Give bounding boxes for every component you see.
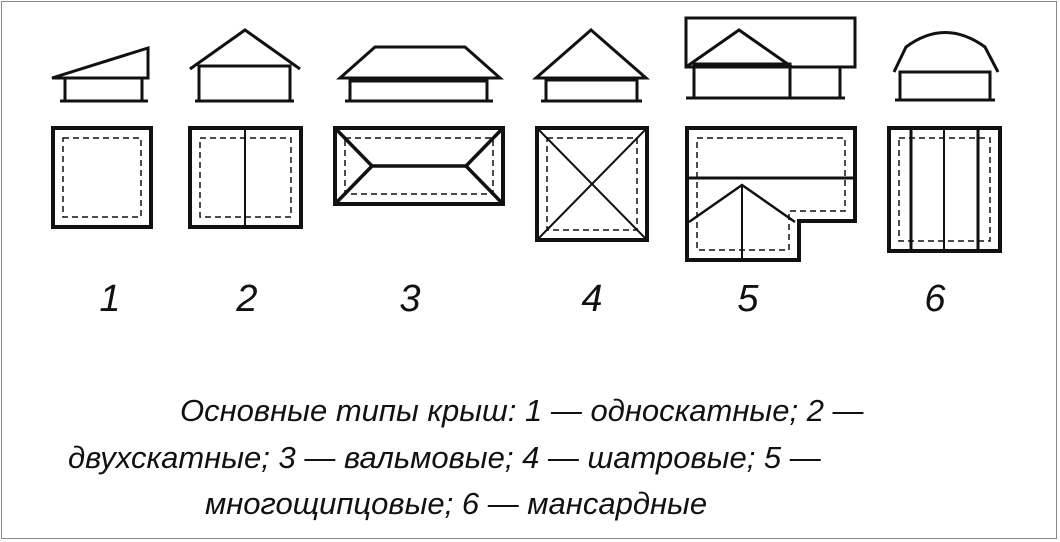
roof-type-2-plan (188, 126, 303, 229)
roof-type-3-plan (333, 126, 505, 206)
roof-type-2-elevation (189, 28, 301, 103)
caption-line-3: многощипцовые; 6 — мансардные (205, 486, 708, 521)
roof-type-6-elevation (892, 31, 1000, 102)
roof-type-1-elevation (51, 45, 150, 103)
caption-line-2: двухскатные; 3 — вальмовые; 4 — шатровые… (68, 440, 821, 475)
roof-type-4-plan (535, 126, 649, 242)
label-5: 5 (737, 278, 759, 320)
roof-type-5-elevation (684, 16, 857, 100)
roof-type-1-plan (51, 126, 153, 229)
label-4: 4 (581, 278, 603, 320)
roof-type-6-plan (887, 126, 1002, 253)
label-6: 6 (924, 278, 946, 320)
roof-type-4-elevation (532, 28, 650, 103)
roof-type-3-elevation (336, 45, 504, 103)
roof-type-5-plan (685, 126, 857, 262)
label-2: 2 (236, 278, 258, 320)
caption-line-1: Основные типы крыш: 1 — односкатные; 2 — (180, 393, 864, 428)
label-3: 3 (399, 278, 421, 320)
label-1: 1 (99, 278, 121, 320)
